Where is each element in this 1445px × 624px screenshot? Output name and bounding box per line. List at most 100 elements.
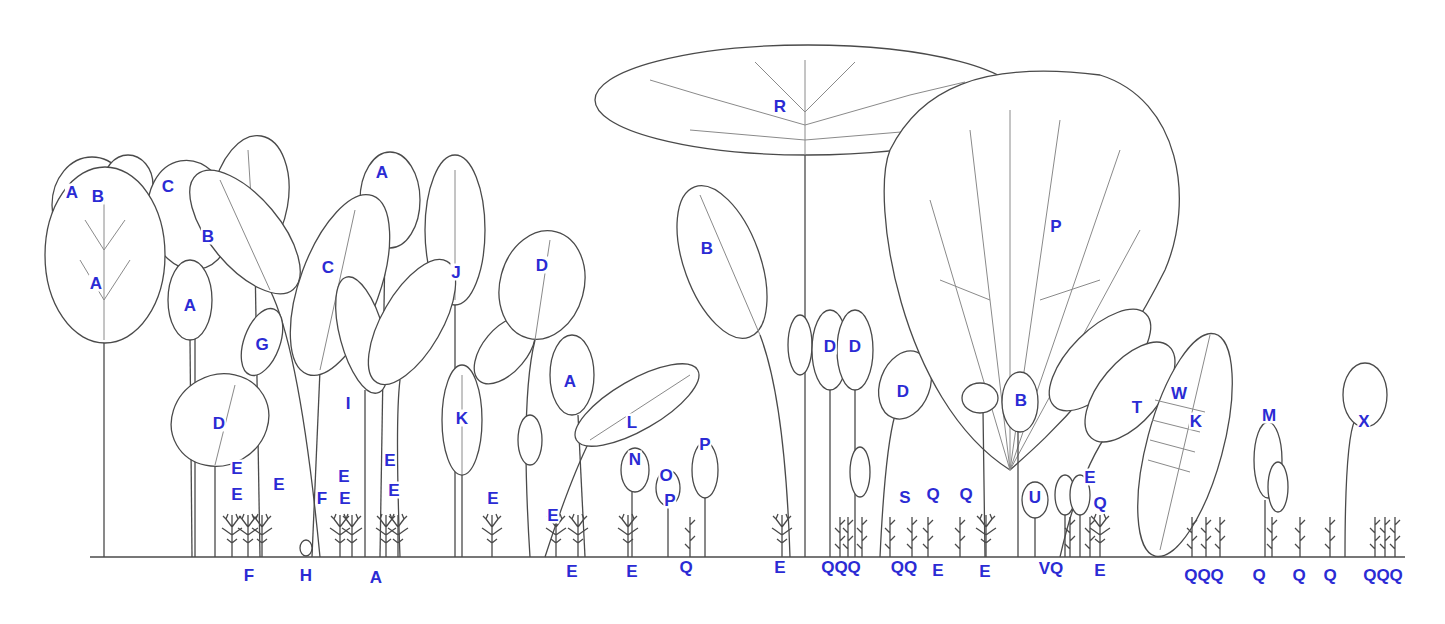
part-letter: H	[299, 567, 313, 584]
part-letter: Q	[678, 559, 693, 576]
small-plant	[252, 514, 272, 557]
part-letter: I	[345, 395, 352, 412]
leaf-blade	[300, 540, 312, 556]
small-plant	[835, 517, 845, 557]
leaf-blade	[837, 310, 873, 390]
part-letter: E	[338, 490, 351, 507]
leaf-blade	[168, 260, 212, 340]
part-letter: Q	[958, 486, 973, 503]
part-letter: D	[823, 338, 837, 355]
part-letter: L	[626, 414, 638, 431]
part-letter: B	[700, 240, 714, 257]
leaf-blade	[518, 415, 542, 465]
part-letter: S	[898, 489, 911, 506]
part-letter: QQQ	[820, 559, 862, 576]
part-letter: M	[1261, 407, 1277, 424]
leaf-blade	[1022, 482, 1048, 518]
small-plant	[1390, 517, 1400, 557]
part-letter: VQ	[1038, 560, 1065, 577]
small-plant	[1215, 517, 1225, 557]
small-plant	[923, 517, 933, 557]
plant-stroke	[1148, 335, 1210, 550]
leaf-blade	[442, 365, 482, 475]
plant-stroke	[1264, 500, 1265, 557]
part-letter: Q	[1291, 567, 1306, 584]
part-letter: A	[183, 297, 197, 314]
part-letter: Q	[1322, 567, 1337, 584]
part-letter: B	[1014, 392, 1028, 409]
small-plant	[618, 514, 638, 557]
part-letter: A	[65, 184, 79, 201]
part-letter: P	[1049, 218, 1062, 235]
plant-stroke	[880, 415, 895, 557]
plant-stroke	[667, 505, 668, 557]
plant-stroke	[380, 245, 385, 557]
part-letter: B	[201, 228, 215, 245]
small-plant	[1370, 517, 1380, 557]
part-letter: QQQ	[1183, 567, 1225, 584]
part-letter: A	[369, 569, 383, 586]
leaf-blade	[850, 447, 870, 497]
part-letter: N	[628, 451, 642, 468]
plant-stroke	[312, 370, 320, 557]
plant-stroke	[983, 410, 1018, 557]
part-letter: Q	[1092, 495, 1107, 512]
leaf-blade	[1268, 462, 1288, 512]
small-plant	[222, 514, 242, 557]
plant-stroke	[364, 390, 365, 557]
part-letter: T	[1131, 399, 1143, 416]
plant-stroke	[80, 200, 130, 340]
part-letter: E	[387, 482, 400, 499]
part-letter: E	[1093, 562, 1106, 579]
plant-stroke	[103, 340, 104, 557]
part-letter: P	[663, 492, 676, 509]
small-plant	[238, 514, 258, 557]
plant-stroke	[461, 475, 462, 557]
part-letter: C	[321, 259, 335, 276]
small-plant	[907, 517, 917, 557]
part-letter: R	[773, 98, 787, 115]
part-letter: E	[773, 559, 786, 576]
small-plant	[342, 514, 362, 557]
part-letter: U	[1028, 489, 1042, 506]
part-letter: E	[625, 563, 638, 580]
part-letter: QQQ	[1362, 567, 1404, 584]
small-plant	[843, 517, 853, 557]
plant-stroke	[220, 180, 270, 290]
small-plant	[1380, 517, 1390, 557]
small-plant	[568, 514, 588, 557]
small-plant	[1187, 517, 1197, 557]
part-letter: E	[931, 562, 944, 579]
plant-stroke	[545, 440, 590, 557]
part-letter: E	[546, 507, 559, 524]
plant-stroke	[631, 492, 632, 557]
part-letter: E	[337, 468, 350, 485]
leaf-blade	[550, 335, 594, 415]
leaf-blade	[788, 315, 812, 375]
part-letter: Q	[925, 486, 940, 503]
part-letter: E	[272, 476, 285, 493]
leaf-blade	[621, 448, 649, 492]
plant-stroke	[214, 465, 215, 557]
part-letter: W	[1170, 385, 1188, 402]
small-plant	[1090, 514, 1110, 557]
part-letter: A	[89, 275, 103, 292]
small-plant	[1295, 517, 1305, 557]
part-letter: E	[486, 490, 499, 507]
plant-stroke	[1345, 420, 1355, 557]
part-letter: D	[212, 415, 226, 432]
part-letter: J	[450, 264, 461, 281]
leaf-blade	[233, 303, 291, 381]
part-letter: P	[698, 436, 711, 453]
leaf-blade	[487, 221, 597, 349]
small-plant	[885, 517, 895, 557]
part-letter: D	[848, 338, 862, 355]
part-letter: G	[254, 336, 269, 353]
leaf-blade	[659, 174, 785, 350]
small-plant	[772, 514, 792, 557]
part-letter: E	[978, 563, 991, 580]
part-letter: A	[563, 373, 577, 390]
plant-stroke	[1035, 515, 1080, 557]
